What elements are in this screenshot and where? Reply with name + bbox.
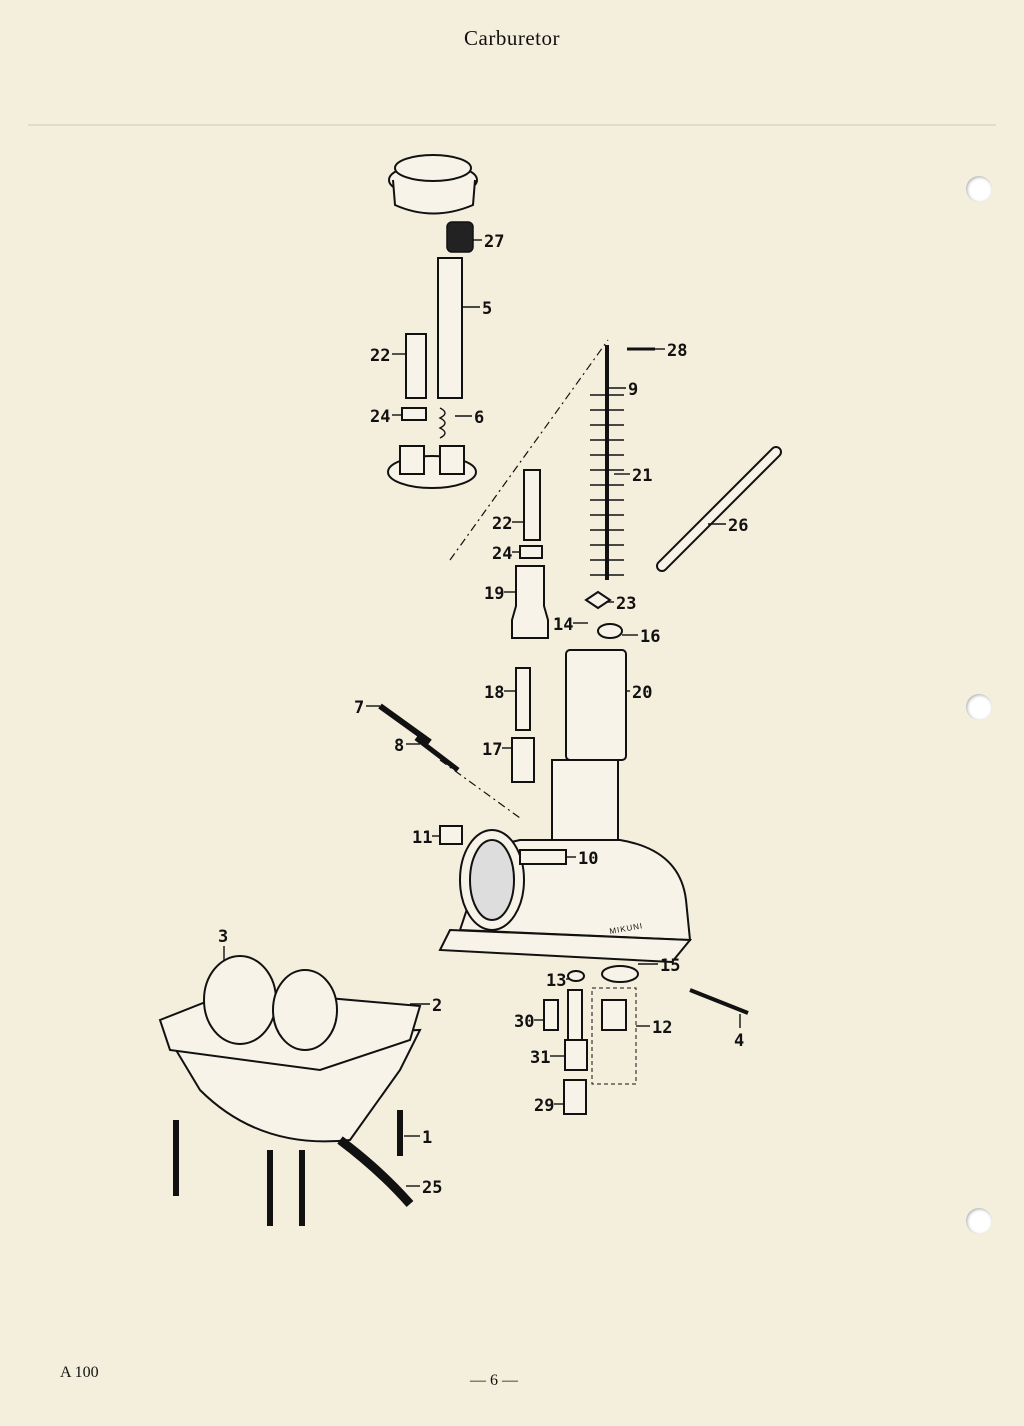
page-number: — 6 —	[470, 1372, 518, 1389]
callout-28: 28	[667, 341, 687, 361]
nut-11	[439, 825, 463, 845]
jet-holder-31	[564, 1039, 588, 1071]
binder-hole	[966, 1208, 992, 1234]
carburetor-body: MIKUNI	[438, 759, 693, 964]
cable-adjuster-5	[437, 257, 463, 399]
pin-4	[689, 988, 749, 1015]
mixing-chamber-cap	[388, 154, 478, 215]
callout-27: 27	[484, 232, 504, 252]
assembly-line	[439, 759, 521, 819]
callout-24: 24	[492, 544, 512, 564]
nut-24b	[519, 545, 543, 559]
callout-14: 14	[553, 615, 573, 635]
callout-17: 17	[482, 740, 502, 760]
callout-26: 26	[728, 516, 748, 536]
callout-5: 5	[482, 299, 492, 319]
callout-7: 7	[354, 698, 364, 718]
callout-16: 16	[640, 627, 660, 647]
jet-30	[543, 999, 559, 1031]
callout-15: 15	[660, 956, 680, 976]
washer-15	[601, 965, 639, 983]
cap-boss	[399, 445, 425, 475]
nut-24	[401, 407, 427, 421]
callout-21: 21	[632, 466, 652, 486]
spring-6	[438, 407, 446, 439]
callout-20: 20	[632, 683, 652, 703]
callout-23: 23	[616, 594, 636, 614]
table-header-rule	[28, 124, 996, 126]
cap-boss	[439, 445, 465, 475]
binder-hole	[966, 176, 992, 202]
callout-30: 30	[514, 1012, 534, 1032]
callout-10: 10	[578, 849, 598, 869]
callout-1: 1	[422, 1128, 432, 1148]
ring-13	[567, 970, 585, 982]
model-label: A 100	[60, 1364, 99, 1381]
callout-9: 9	[628, 380, 638, 400]
ring-16	[597, 623, 623, 639]
cap-27	[446, 221, 474, 253]
callout-18: 18	[484, 683, 504, 703]
spring-8	[414, 736, 460, 772]
callout-25: 25	[422, 1178, 442, 1198]
callout-31: 31	[530, 1048, 550, 1068]
callout-22: 22	[370, 346, 390, 366]
callout-4: 4	[734, 1031, 744, 1051]
throttle-spring-21	[590, 394, 624, 576]
adjuster-22b	[523, 469, 541, 541]
spring-18	[515, 667, 531, 731]
callout-13: 13	[546, 971, 566, 991]
callout-6: 6	[474, 408, 484, 428]
needle-valve-group-12	[591, 987, 637, 1085]
callout-3: 3	[218, 927, 228, 947]
callout-22: 22	[492, 514, 512, 534]
float-chamber	[158, 955, 422, 1207]
page-title: Carburetor	[464, 26, 560, 50]
callouts: 27 5 22 24 6 28 9 21 26 22 24 19 23 14 1…	[218, 232, 748, 1198]
needle-valve-seat	[601, 999, 627, 1031]
plunger-17	[511, 737, 535, 783]
callout-19: 19	[484, 584, 504, 604]
callout-29: 29	[534, 1096, 554, 1116]
main-jet-29	[563, 1079, 587, 1115]
guide-19	[511, 565, 549, 639]
clip-23	[584, 590, 612, 610]
callout-8: 8	[394, 736, 404, 756]
binder-hole	[966, 694, 992, 720]
adjuster-22	[405, 333, 427, 399]
callout-24: 24	[370, 407, 390, 427]
callout-11: 11	[412, 828, 432, 848]
air-screw-7	[378, 703, 432, 745]
callout-12: 12	[652, 1018, 672, 1038]
callout-2: 2	[432, 996, 442, 1016]
throttle-valve-20	[565, 649, 627, 761]
